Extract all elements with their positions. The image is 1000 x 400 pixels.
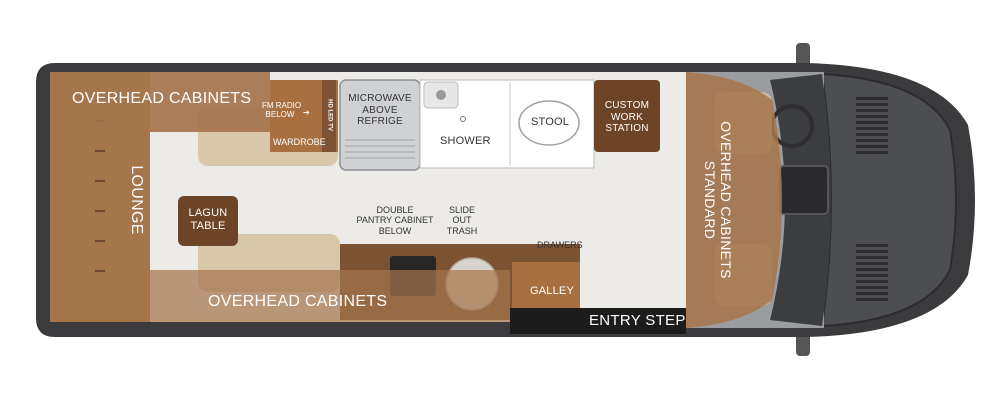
vent-grille-bottom <box>856 244 888 301</box>
vent-grille-top <box>856 97 888 154</box>
overhead-cabinets-top-label: OVERHEAD CABINETS <box>72 90 252 107</box>
hd-led-tv-label: HD LED TV <box>326 99 333 131</box>
lounge-label: LOUNGE <box>128 165 146 235</box>
drawers-label: DRAWERS <box>537 240 583 250</box>
tv-arrow-icon: ➔ <box>303 108 310 117</box>
dash-screen <box>779 165 829 215</box>
overhead-cabinet-top-ext <box>150 72 270 132</box>
overhead-cabinet-standard <box>686 72 782 328</box>
refrigerator-ribs <box>345 139 415 159</box>
lagun-table <box>178 196 238 246</box>
overhead-cabinet-bottom <box>150 270 510 322</box>
toilet-stool <box>518 100 580 146</box>
overhead-cabinets-bottom-label: OVERHEAD CABINETS <box>208 293 388 310</box>
shower-label: SHOWER <box>440 135 491 147</box>
faucet-icon <box>436 90 446 100</box>
cab-hood <box>820 72 957 328</box>
custom-work-station <box>594 80 660 152</box>
entry-step-label: ENTRY STEP <box>589 312 686 329</box>
galley-label: GALLEY <box>530 285 575 297</box>
shower-drain-icon <box>460 116 466 122</box>
entry-step <box>510 308 686 334</box>
tv-bar <box>322 80 336 152</box>
wardrobe-label: WARDROBE <box>273 137 326 147</box>
stool-label: STOOL <box>531 116 570 128</box>
